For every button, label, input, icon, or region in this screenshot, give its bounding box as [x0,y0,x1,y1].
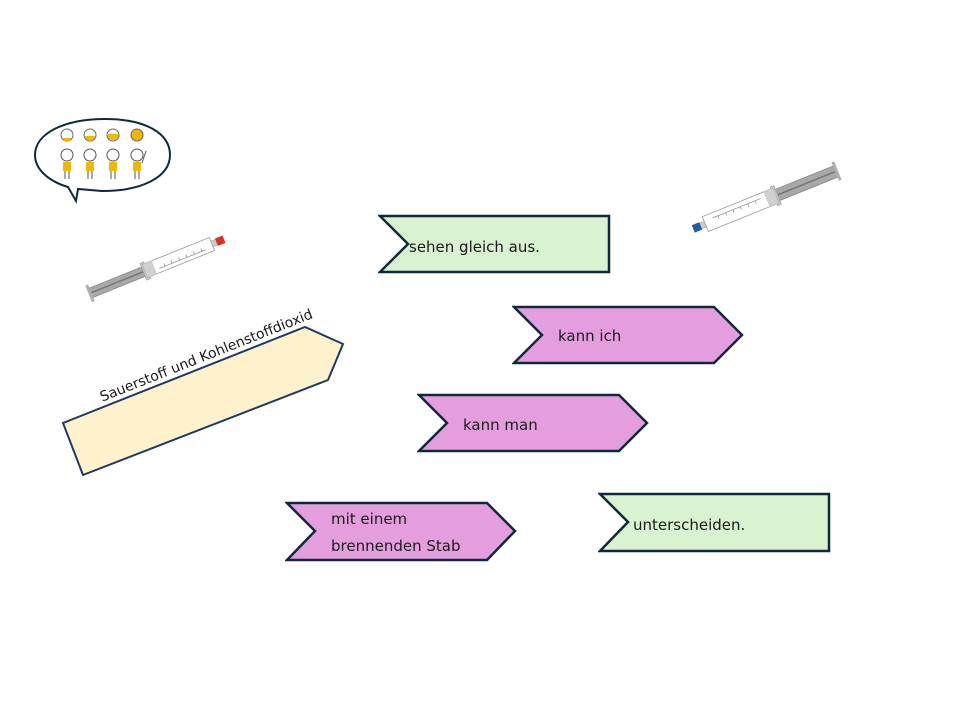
syringe-red-cap-icon [85,235,226,303]
card-text-brennenden-stab: brennenden Stab [331,537,461,555]
word-card-kann-man[interactable] [417,393,651,455]
card-text-unterscheiden: unterscheiden. [633,516,746,534]
word-card-sauerstoff-und-kohlenstoffdioxid[interactable] [55,320,355,485]
syringe-blue-cap-icon [691,161,842,233]
word-card-unterscheiden[interactable] [598,492,831,554]
word-card-mit-einem-brennenden-stab[interactable] [285,501,519,564]
card-text-sehen-gleich-aus: sehen gleich aus. [409,238,540,256]
word-card-sehen-gleich-aus[interactable] [378,214,611,275]
thinking-people-lightbulbs-icon [33,117,172,204]
card-text-kann-ich: kann ich [558,327,622,345]
card-text-kann-man: kann man [463,416,538,434]
card-text-mit-einem: mit einem [331,510,408,528]
lightbulb-people-group [60,128,147,179]
word-card-kann-ich[interactable] [512,305,746,367]
